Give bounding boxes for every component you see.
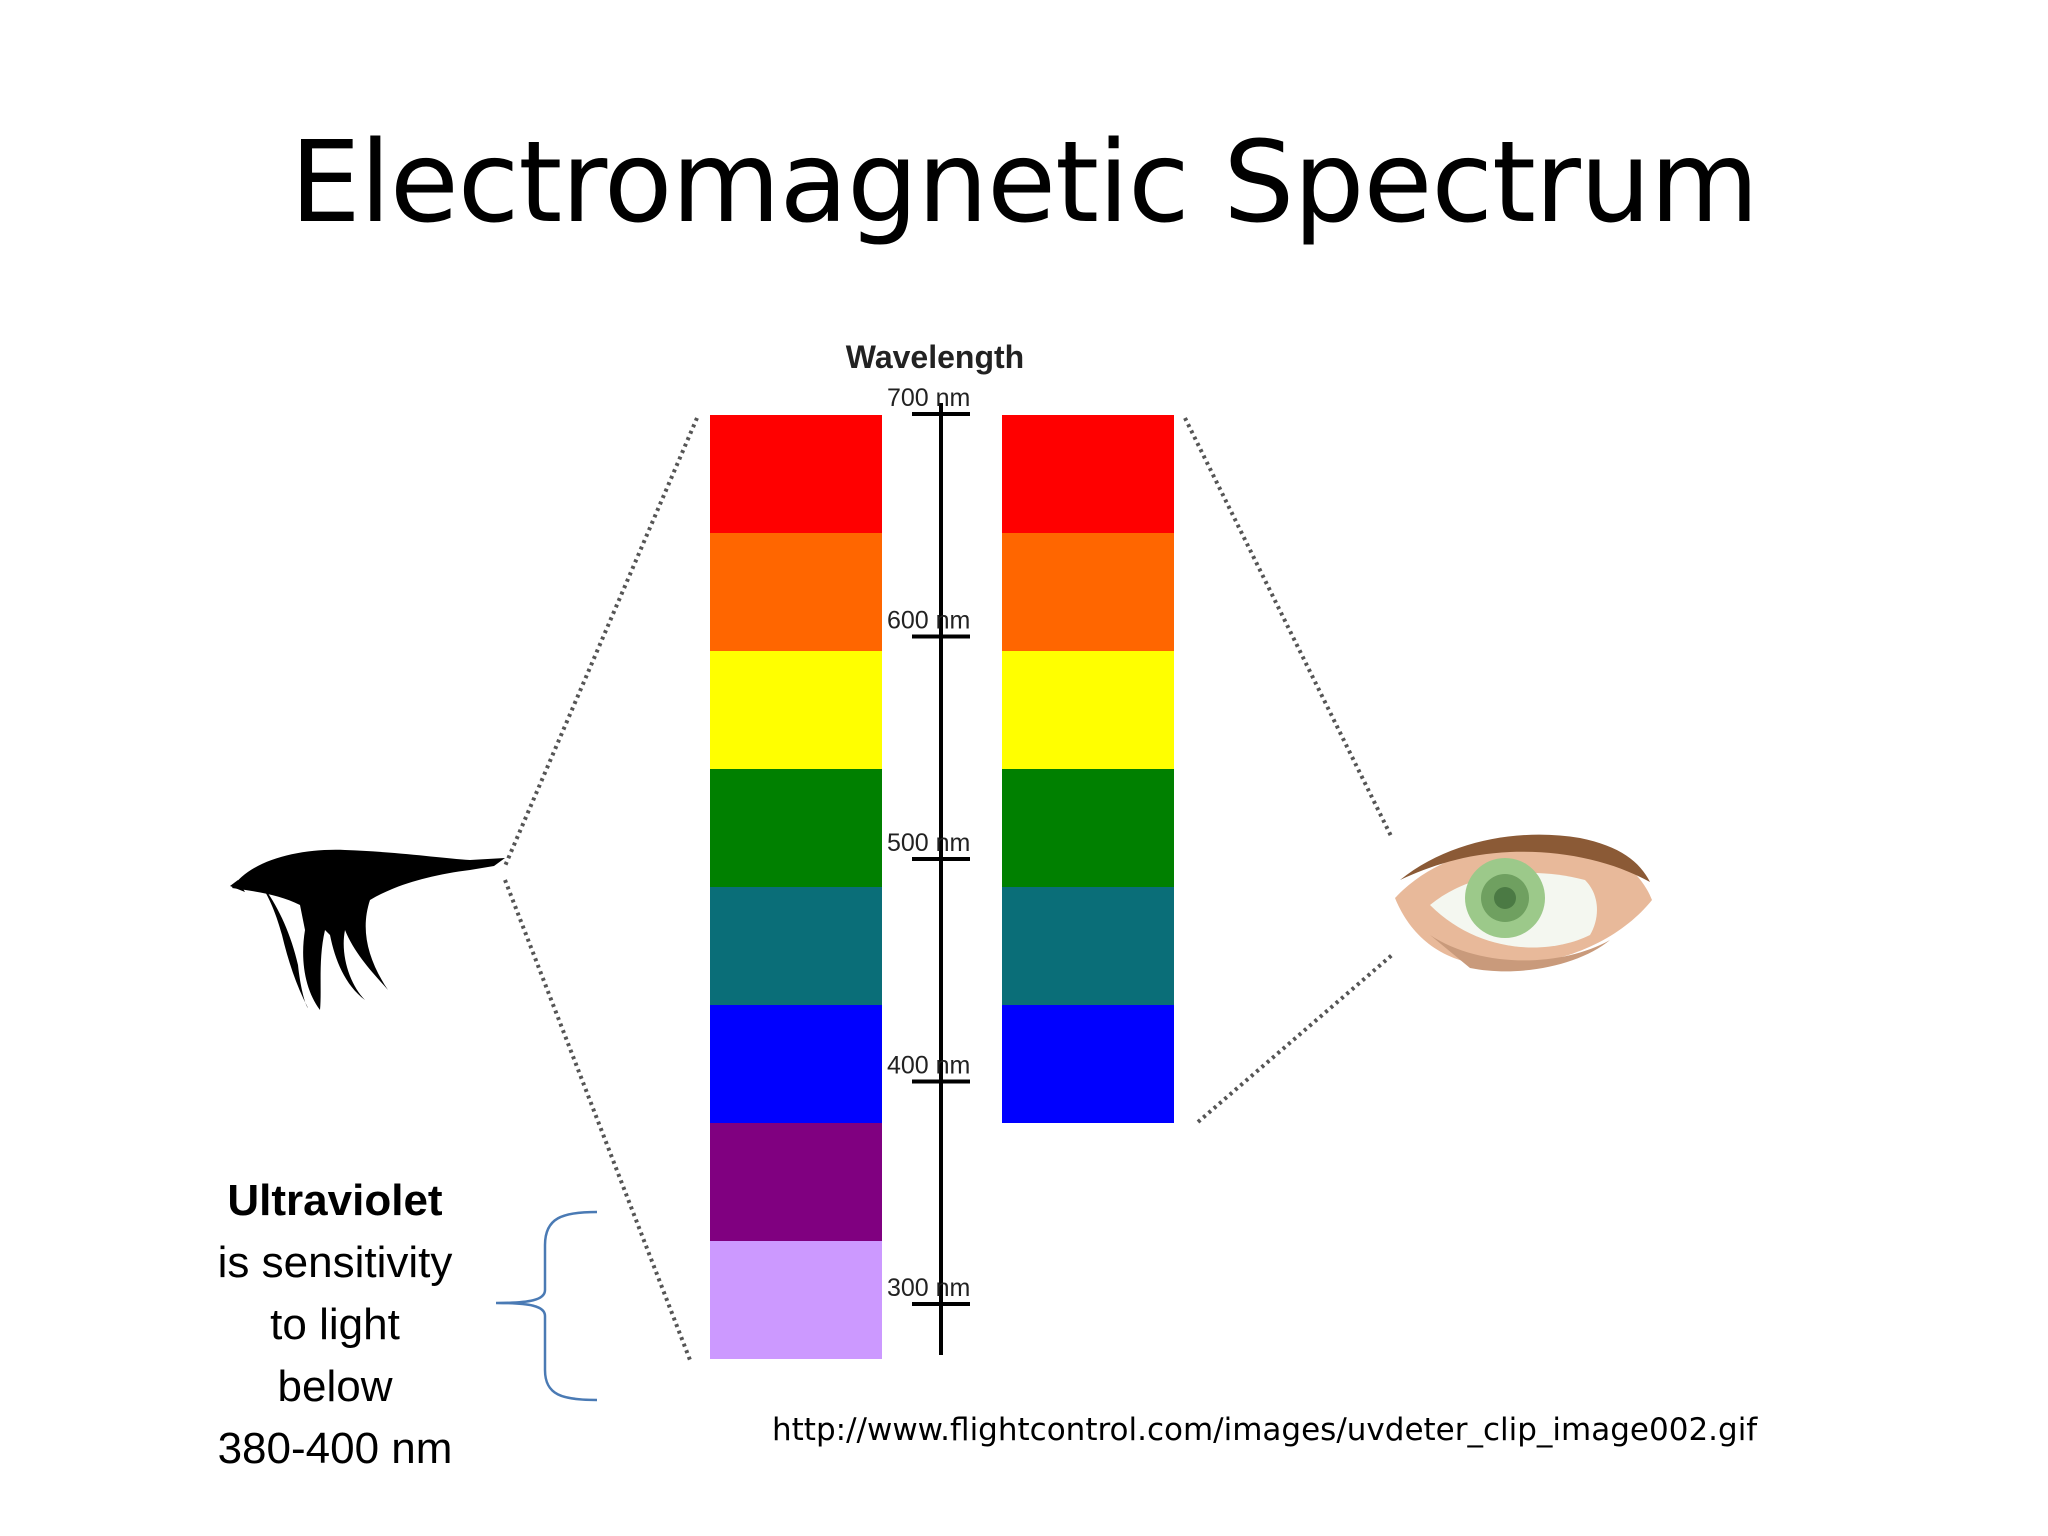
human-spectrum-band — [1002, 651, 1174, 769]
tick-label: 600 nm — [887, 607, 970, 635]
human-spectrum-band — [1002, 769, 1174, 887]
human-visible-spectrum — [1002, 415, 1174, 1123]
axis-label: Wavelength — [846, 339, 1024, 375]
bird-visible-spectrum — [710, 415, 882, 1359]
ultraviolet-caption: Ultraviolet is sensitivity to light belo… — [190, 1170, 480, 1480]
bird-spectrum-band — [710, 651, 882, 769]
eye-icon — [1395, 834, 1652, 972]
human-spectrum-band — [1002, 1005, 1174, 1123]
bird-spectrum-band — [710, 769, 882, 887]
caption-line: 380-400 nm — [217, 1424, 453, 1473]
human-spectrum-band — [1002, 887, 1174, 1005]
caption-line: to light — [270, 1300, 400, 1349]
bird-spectrum-band — [710, 1005, 882, 1123]
bird-spectrum-band — [710, 1241, 882, 1359]
human-spectrum-band — [1002, 533, 1174, 651]
bird-connector-lines — [503, 417, 699, 1361]
source-url: http://www.flightcontrol.com/images/uvde… — [772, 1412, 1758, 1448]
bird-spectrum-band — [710, 887, 882, 1005]
caption-heading: Ultraviolet — [227, 1176, 443, 1225]
tick-label: 500 nm — [887, 829, 970, 857]
caption-line: is sensitivity — [217, 1238, 453, 1287]
bird-spectrum-band — [710, 1123, 882, 1241]
slide-title: Electromagnetic Spectrum — [289, 118, 1759, 248]
bird-spectrum-band — [710, 415, 882, 533]
tick-label: 400 nm — [887, 1052, 970, 1080]
human-spectrum-band — [1002, 415, 1174, 533]
goose-icon — [230, 849, 505, 1010]
eye-connector-lines — [1183, 417, 1394, 1124]
brace-icon — [495, 1210, 598, 1402]
wavelength-ticks: 700 nm 600 nm 500 nm 400 nm 300 nm — [887, 384, 970, 1306]
bird-spectrum-band — [710, 533, 882, 651]
tick-label: 700 nm — [887, 384, 970, 412]
caption-line: below — [277, 1362, 393, 1411]
tick-label: 300 nm — [887, 1274, 970, 1302]
